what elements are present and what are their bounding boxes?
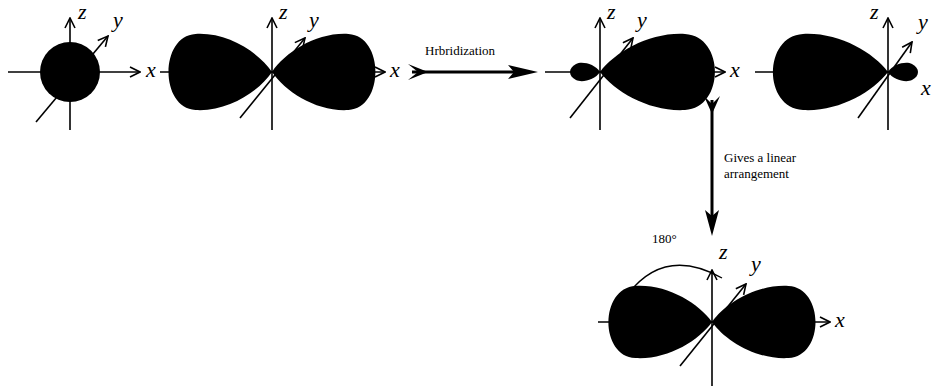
x-axis: [8, 71, 140, 73]
y-axis: [240, 38, 305, 118]
axis-label: y: [637, 8, 647, 32]
process-label: Hrbridization: [425, 44, 495, 58]
p-orbital-group: [160, 18, 385, 130]
arrow-head: [508, 65, 538, 79]
axis-label: y: [751, 252, 761, 276]
axis-label: x: [730, 58, 740, 82]
z-axis: [271, 18, 273, 130]
y-axis: [858, 42, 912, 118]
arrow-shaft: [711, 100, 714, 222]
s-orbital-group: [8, 18, 140, 130]
y-axis: [570, 38, 633, 118]
x-axis: [160, 71, 385, 73]
linear-sp-group: [598, 265, 830, 386]
arrow-fletching: [408, 64, 428, 80]
axis-label: x: [146, 58, 156, 82]
axis-label: x: [921, 76, 931, 100]
y-axis: [680, 284, 746, 366]
arrow-fletching: [704, 96, 720, 114]
axis-label: y: [918, 10, 928, 34]
axis-label: z: [78, 0, 87, 24]
z-axis: [599, 18, 601, 130]
z-axis: [69, 18, 71, 130]
axis-label: x: [835, 308, 845, 332]
axis-label: z: [607, 0, 616, 24]
y-axis: [36, 36, 108, 122]
sp-hybrid-group: [755, 18, 918, 130]
axis-label: x: [390, 58, 400, 82]
axis-label: z: [719, 240, 728, 264]
sp-hybrid-group: [545, 18, 725, 130]
axis-label: z: [279, 0, 288, 24]
result-arrow: [704, 96, 720, 236]
axis-label: y: [309, 8, 319, 32]
axis-label: z: [870, 0, 879, 24]
x-axis: [545, 71, 725, 73]
angle-arc: [628, 265, 722, 294]
process-arrow: [408, 64, 538, 80]
angle-label: 180°: [652, 232, 677, 246]
arrow-shaft: [412, 71, 525, 74]
result-label: Gives a linear arrangement: [724, 150, 820, 181]
arrow-head: [705, 210, 719, 236]
axis-label: y: [113, 8, 123, 32]
